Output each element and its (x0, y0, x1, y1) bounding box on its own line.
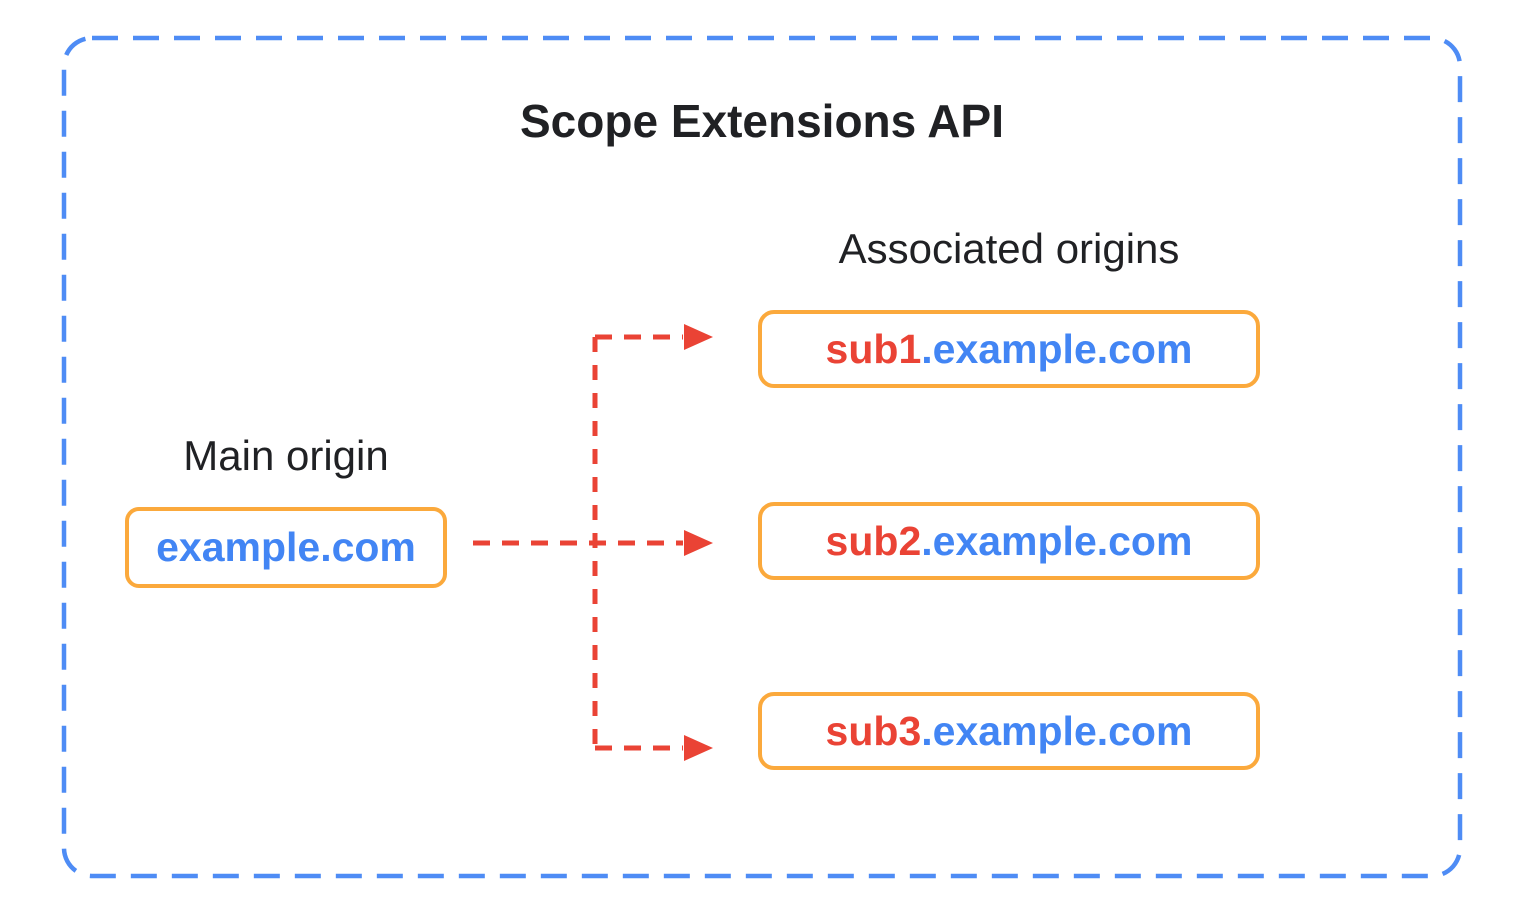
associated-origin-box-sub3: sub3.example.com (758, 692, 1260, 770)
main-origin-box: example.com (125, 507, 447, 588)
sub3-suffix: .example.com (921, 707, 1193, 754)
arrowhead-sub3-icon (684, 735, 713, 761)
arrowhead-sub2-icon (684, 530, 713, 556)
sub1-suffix: .example.com (921, 325, 1193, 372)
sub3-prefix: sub3 (825, 707, 922, 754)
main-origin-label: Main origin (183, 432, 389, 479)
sub2-suffix: .example.com (921, 517, 1193, 564)
sub2-prefix: sub2 (825, 517, 922, 564)
main-origin-domain: example.com (156, 524, 416, 570)
arrowhead-sub1-icon (684, 324, 713, 350)
sub1-prefix: sub1 (825, 325, 922, 372)
associated-origins-label: Associated origins (838, 225, 1180, 272)
associated-origin-box-sub1: sub1.example.com (758, 310, 1260, 388)
associated-origin-box-sub2: sub2.example.com (758, 502, 1260, 580)
diagram-title: Scope Extensions API (520, 95, 1004, 147)
